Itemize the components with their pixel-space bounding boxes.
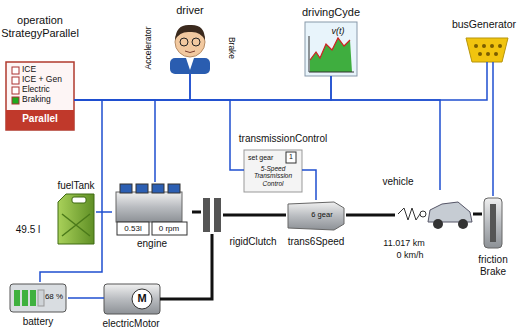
connector	[160, 234, 212, 299]
vehicle-block: vehicle11.017 km0 km/h	[395, 190, 473, 236]
battery-icon	[10, 284, 66, 312]
node-label: drivingCyde	[302, 6, 360, 19]
node-label: electricMotor	[102, 318, 159, 330]
node-label: 0 rpm	[159, 224, 179, 233]
node-label: driver	[176, 4, 204, 17]
engine-block: 0.53l0 rpmengine	[112, 182, 192, 236]
driver-figure	[170, 25, 210, 74]
vehicle-icon	[398, 202, 472, 229]
battery-block: battery68 %	[10, 282, 68, 314]
connector	[223, 214, 286, 217]
brake-block: friction Brake	[482, 196, 504, 250]
node-label: busGenerator	[452, 18, 516, 30]
node-label: rigidClutch	[229, 236, 276, 248]
controller-block	[244, 150, 302, 192]
strategy-panel	[6, 62, 74, 130]
connector	[492, 62, 494, 196]
node-label: 0 km/h	[396, 250, 423, 260]
connector	[74, 100, 440, 190]
controller-block: transmissionControlset gear15-Speed Tran…	[244, 150, 302, 192]
node-label: operation StrategyParallel	[0, 14, 84, 39]
connector	[473, 213, 482, 216]
connector	[331, 62, 487, 100]
node-label: 6 gear	[311, 211, 332, 220]
connector	[190, 74, 331, 100]
connector	[192, 211, 201, 214]
node-label: 1	[289, 153, 293, 161]
node-label: trans6Speed	[288, 236, 345, 248]
node-label: 49.5 l	[16, 224, 40, 236]
node-label: 5-Speed Transmission Control	[245, 165, 301, 187]
node-label: friction Brake	[471, 254, 515, 277]
bus-connector	[466, 38, 508, 62]
gearbox-icon	[288, 202, 344, 230]
gearbox-block: 6 geartrans6Speed	[286, 200, 346, 232]
node-label: Braking	[22, 95, 51, 105]
node-label: vehicle	[382, 176, 413, 188]
node-label: 11.017 km	[383, 238, 424, 248]
brake-icon	[484, 198, 502, 248]
node-label: 68 %	[45, 292, 63, 301]
connector	[74, 100, 244, 170]
connector	[74, 74, 190, 100]
connector	[74, 100, 155, 182]
node-label: battery	[23, 316, 54, 328]
connector	[346, 214, 395, 217]
node-label: v(t)	[332, 26, 345, 36]
connector	[302, 170, 316, 200]
node-label: set gear	[248, 154, 273, 162]
fuel-tank-icon	[58, 194, 94, 244]
node-label: transmissionControl	[239, 133, 327, 145]
node-label: ICE	[22, 65, 36, 75]
node-label: M	[137, 292, 146, 305]
node-label: 0.53l	[124, 224, 141, 233]
clutch-icon	[203, 198, 221, 232]
node-label: engine	[137, 238, 167, 250]
driver-block: driverAcceleratorBrake	[158, 22, 222, 74]
node-label: Accelerator	[144, 27, 154, 70]
connector	[96, 211, 112, 213]
motor-icon	[104, 284, 160, 314]
node-label: Parallel	[22, 113, 58, 125]
motor-block: electricMotorM	[104, 282, 160, 316]
cycle-block: drivingCydev(t)	[305, 22, 357, 76]
bus-block: busGenerator	[466, 38, 508, 62]
clutch-block: rigidClutch	[201, 196, 223, 234]
node-label: ICE + Gen	[22, 75, 62, 85]
engine-icon	[116, 184, 187, 235]
connector	[68, 297, 104, 299]
node-label: Electric	[22, 85, 50, 95]
connector	[40, 100, 102, 282]
tank-block: fuelTank49.5 l	[56, 194, 96, 244]
strategy-box: operation StrategyParallelICEICE + GenEl…	[6, 62, 74, 130]
node-label: Brake	[226, 37, 236, 59]
node-label: fuelTank	[57, 180, 94, 192]
driving-cycle-icon	[305, 22, 357, 76]
